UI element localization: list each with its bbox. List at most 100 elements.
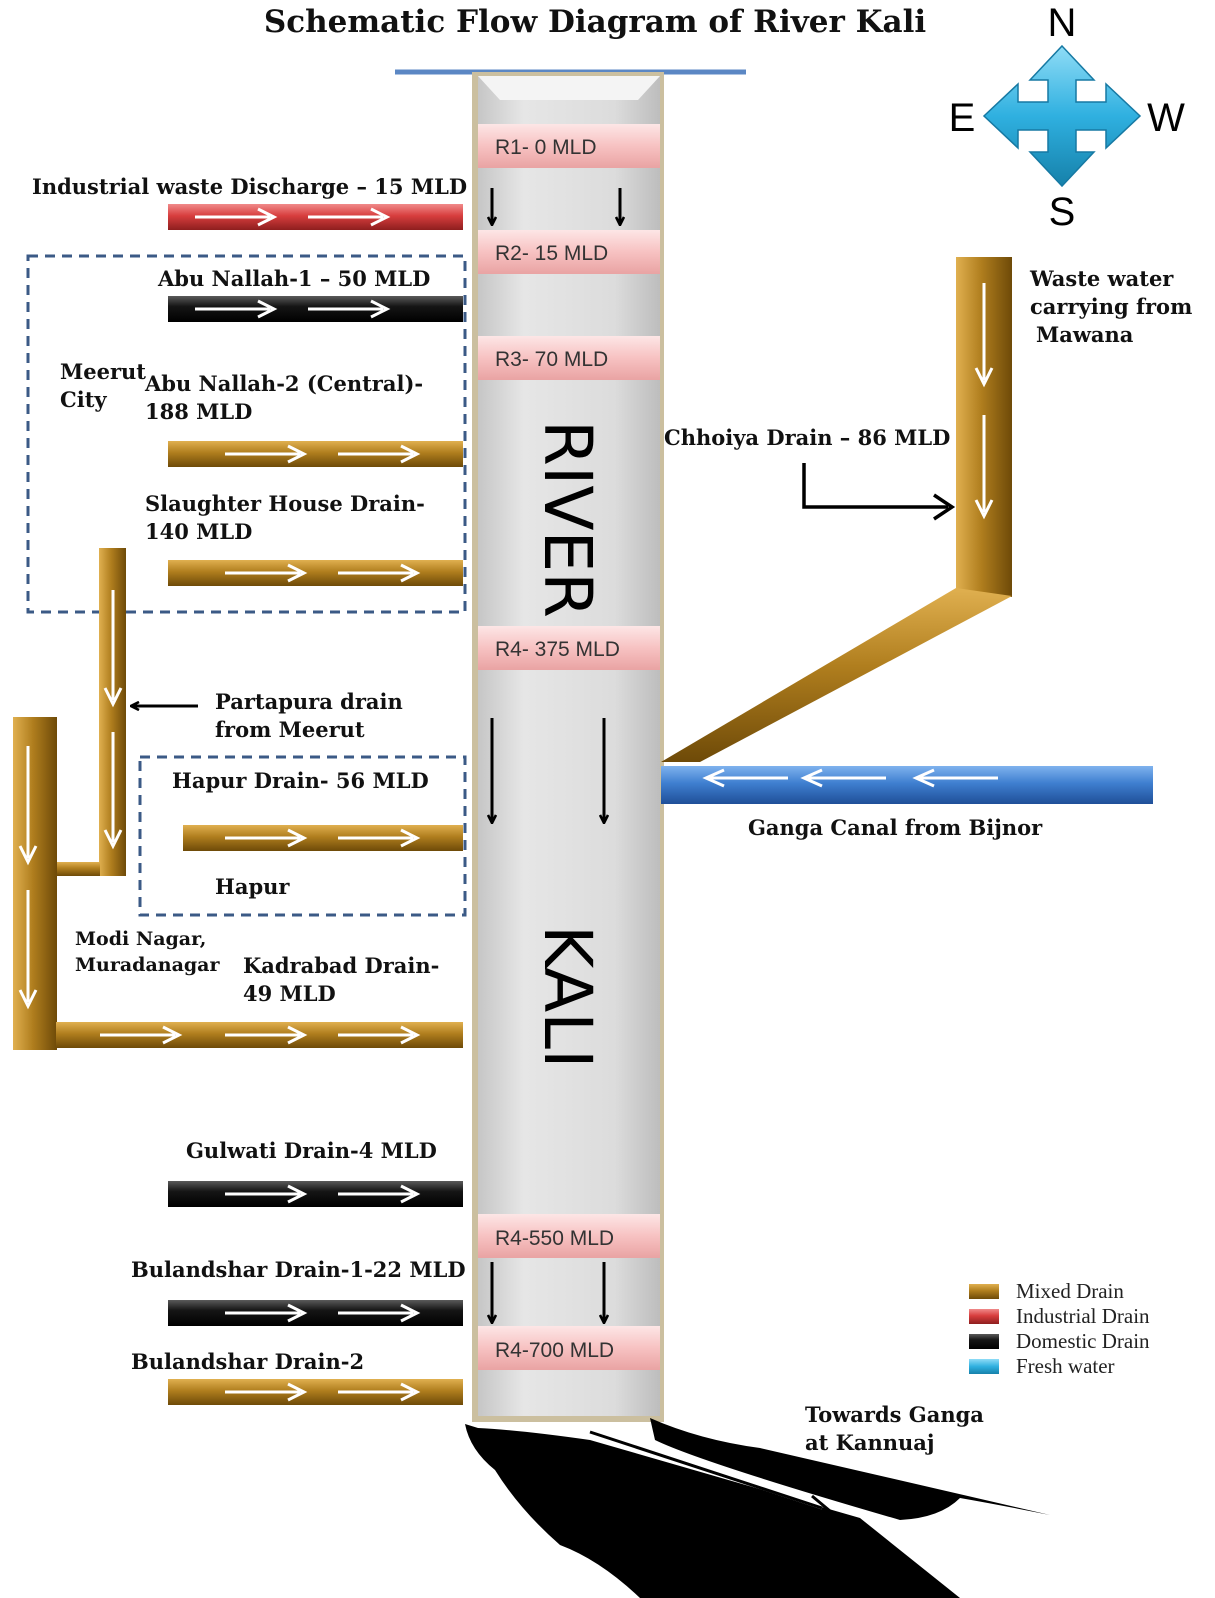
industrial-drain-label: Industrial waste Discharge – 15 MLD bbox=[32, 174, 467, 199]
flow-arrow-icon bbox=[338, 828, 421, 848]
reach-r1: R1- 0 MLD bbox=[478, 124, 660, 168]
flow-arrow-icon bbox=[225, 1184, 308, 1204]
river-channel bbox=[478, 76, 660, 1416]
slaughter-house-label-line2: 140 MLD bbox=[145, 519, 252, 544]
partapura-label-line1: Partapura drain bbox=[215, 689, 403, 714]
flow-arrow-icon bbox=[225, 1303, 308, 1323]
towards-ganga-label-line1: Towards Ganga bbox=[805, 1402, 984, 1427]
flow-arrow-icon bbox=[338, 1184, 421, 1204]
mawana-label-line2: carrying from bbox=[1030, 294, 1192, 319]
abu-nallah-1-drain bbox=[168, 296, 463, 322]
flow-arrow-icon bbox=[338, 1303, 421, 1323]
kadrabad-label-line2: 49 MLD bbox=[243, 981, 336, 1006]
gulwati-drain bbox=[168, 1181, 463, 1207]
flow-arrow-icon bbox=[103, 732, 123, 850]
flow-arrow-icon bbox=[702, 768, 788, 788]
reach-r4a: R4- 375 MLD bbox=[478, 626, 660, 670]
mawana-drain bbox=[661, 257, 1012, 762]
kadrabad-label-line1: Kadrabad Drain- bbox=[243, 953, 439, 978]
legend-swatch-industrial bbox=[969, 1309, 999, 1324]
hapur-drain bbox=[183, 825, 463, 851]
reach-r4b: R4-550 MLD bbox=[478, 1214, 660, 1258]
flow-arrow-icon bbox=[308, 207, 391, 227]
flow-arrow-icon bbox=[18, 890, 38, 1010]
flow-arrow-icon bbox=[338, 444, 421, 464]
reach-r4b-label: R4-550 MLD bbox=[495, 1227, 614, 1250]
gulwati-drain-label: Gulwati Drain-4 MLD bbox=[186, 1138, 437, 1163]
bulandshar-1-label: Bulandshar Drain-1-22 MLD bbox=[131, 1257, 466, 1282]
legend-item-industrial: Industrial Drain bbox=[969, 1304, 1150, 1328]
flow-arrow-icon bbox=[974, 415, 994, 520]
flow-arrow-icon bbox=[225, 1382, 308, 1402]
compass-west-label: W bbox=[1147, 96, 1185, 140]
slaughter-house-label-line1: Slaughter House Drain- bbox=[145, 491, 425, 516]
flow-arrow-icon bbox=[308, 299, 391, 319]
reach-r4c: R4-700 MLD bbox=[478, 1326, 660, 1370]
chhoiya-drain-label: Chhoiya Drain – 86 MLD bbox=[664, 425, 950, 450]
legend-item-fresh: Fresh water bbox=[969, 1354, 1115, 1378]
river-top-bevel bbox=[478, 76, 660, 100]
bulandshar-1-drain bbox=[168, 1300, 463, 1326]
flow-arrow-icon bbox=[195, 207, 278, 227]
meerut-city-label-line1: Meerut bbox=[60, 359, 146, 384]
legend-item-mixed: Mixed Drain bbox=[969, 1279, 1124, 1303]
chhoiya-pointer-arrow-icon bbox=[802, 463, 948, 509]
partapura-drain bbox=[99, 548, 126, 876]
meerut-city-label-line2: City bbox=[60, 387, 107, 412]
legend-item-domestic: Domestic Drain bbox=[969, 1329, 1150, 1353]
flow-arrow-icon bbox=[103, 590, 123, 708]
legend-swatch-fresh bbox=[969, 1359, 999, 1374]
legend-label-industrial: Industrial Drain bbox=[1016, 1304, 1150, 1328]
compass-south-label: S bbox=[1049, 190, 1076, 234]
flow-arrow-icon bbox=[338, 1382, 421, 1402]
modi-nagar-label-line1: Modi Nagar, bbox=[75, 928, 206, 950]
flow-arrow-icon bbox=[195, 299, 278, 319]
flow-arrow-icon bbox=[225, 1025, 308, 1045]
legend: Mixed Drain Industrial Drain Domestic Dr… bbox=[969, 1279, 1150, 1378]
river-word-kali: KALI bbox=[529, 925, 606, 1069]
reach-r4c-label: R4-700 MLD bbox=[495, 1339, 614, 1362]
abu-nallah-2-drain bbox=[168, 441, 463, 467]
flow-arrow-icon bbox=[800, 768, 886, 788]
towards-ganga-label-line2: at Kannuaj bbox=[805, 1430, 935, 1455]
chhoiya-arrowhead-icon bbox=[933, 493, 956, 521]
abu-nallah-1-label: Abu Nallah-1 – 50 MLD bbox=[157, 266, 430, 291]
reach-r1-label: R1- 0 MLD bbox=[495, 136, 597, 159]
legend-swatch-mixed bbox=[969, 1284, 999, 1299]
industrial-drain bbox=[168, 204, 463, 230]
flow-arrow-icon bbox=[974, 283, 994, 388]
modi-nagar-label-line2: Muradanagar bbox=[75, 954, 220, 976]
modi-nagar-drain bbox=[13, 717, 57, 1050]
legend-swatch-domestic bbox=[969, 1334, 999, 1349]
mawana-label-line1: Waste water bbox=[1029, 266, 1174, 291]
kadrabad-drain bbox=[56, 1022, 463, 1048]
flow-arrow-icon bbox=[18, 746, 38, 866]
diagram-title: Schematic Flow Diagram of River Kali bbox=[264, 4, 926, 40]
abu-nallah-2-label-line1: Abu Nallah-2 (Central)- bbox=[144, 371, 423, 396]
flow-arrow-icon bbox=[100, 1025, 183, 1045]
partapura-connector bbox=[56, 862, 100, 876]
flow-arrow-icon bbox=[338, 563, 421, 583]
reach-r2: R2- 15 MLD bbox=[478, 230, 660, 274]
hapur-city-label: Hapur bbox=[215, 874, 290, 899]
bulandshar-2-label: Bulandshar Drain-2 bbox=[131, 1349, 364, 1374]
ganga-canal-label: Ganga Canal from Bijnor bbox=[748, 815, 1043, 840]
reach-r3: R3- 70 MLD bbox=[478, 336, 660, 380]
meerut-city-boundary bbox=[26, 254, 467, 614]
reach-r2-label: R2- 15 MLD bbox=[495, 242, 608, 265]
compass-north-label: N bbox=[1048, 1, 1077, 45]
flow-arrow-icon bbox=[225, 563, 308, 583]
flow-arrow-icon bbox=[225, 444, 308, 464]
river-flow-arrows bbox=[492, 188, 620, 1322]
legend-label-domestic: Domestic Drain bbox=[1016, 1329, 1150, 1353]
river-word-river: RIVER bbox=[529, 420, 606, 618]
mawana-label-line3: Mawana bbox=[1036, 322, 1134, 347]
compass-east-label: E bbox=[949, 96, 976, 140]
legend-label-mixed: Mixed Drain bbox=[1016, 1279, 1124, 1303]
flow-arrow-icon bbox=[912, 768, 998, 788]
slaughter-house-drain bbox=[168, 560, 463, 586]
hapur-boundary bbox=[138, 755, 467, 917]
flow-arrow-icon bbox=[225, 828, 308, 848]
compass-rose-icon bbox=[982, 44, 1142, 188]
reach-r3-label: R3- 70 MLD bbox=[495, 348, 608, 371]
